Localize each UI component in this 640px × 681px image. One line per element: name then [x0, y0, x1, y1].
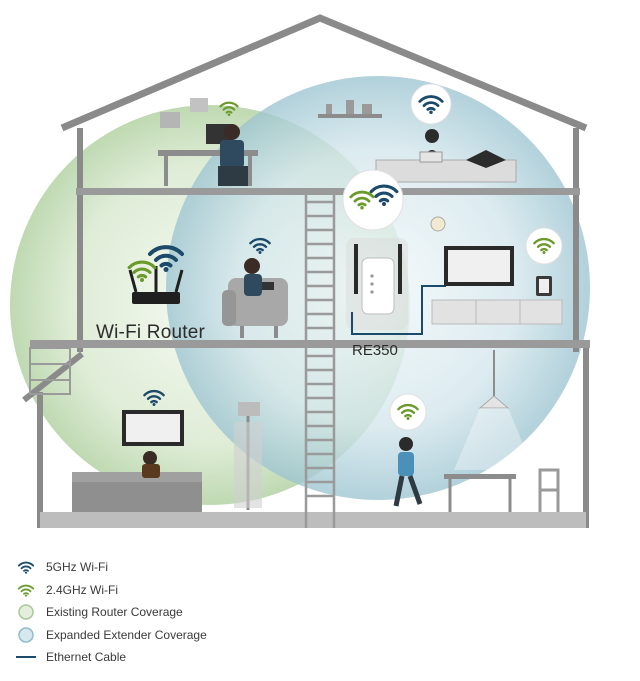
legend-item: Ethernet Cable [14, 646, 354, 669]
wifi-24ghz-icon [525, 227, 563, 265]
living-tv-area [430, 216, 563, 325]
extender-label: RE350 [352, 342, 398, 359]
extender-coverage-swatch [14, 626, 38, 644]
legend-item: 2.4GHz Wi-Fi [14, 579, 354, 602]
legend-label: Expanded Extender Coverage [46, 627, 207, 642]
legend-item: Existing Router Coverage [14, 601, 354, 624]
wifi-5ghz-icon [410, 83, 452, 125]
ethernet-line [14, 648, 38, 666]
wifi-router [128, 266, 184, 304]
router-coverage-swatch [14, 603, 38, 621]
legend-item: Expanded Extender Coverage [14, 624, 354, 647]
router-label: Wi-Fi Router [96, 322, 206, 343]
wifi-24ghz-icon [14, 581, 38, 599]
basement-dining [393, 350, 560, 512]
legend-label: 5GHz Wi-Fi [46, 560, 108, 575]
legend-item: 5GHz Wi-Fi [14, 556, 354, 579]
living-armchair [222, 258, 288, 338]
attic-bedroom [318, 100, 517, 183]
legend-label: 2.4GHz Wi-Fi [46, 582, 118, 597]
legend-label: Existing Router Coverage [46, 605, 183, 620]
house-roof [60, 14, 588, 132]
wifi-24ghz-icon [389, 393, 427, 431]
middle-floor [30, 340, 590, 348]
ladder [304, 190, 336, 528]
house-coverage-illustration [10, 14, 590, 528]
re350-extender [346, 238, 408, 330]
legend-label: Ethernet Cable [46, 650, 127, 665]
ground-floor [40, 512, 586, 528]
basement-lounge [72, 402, 262, 512]
wifi-dual-band-icon [342, 169, 404, 231]
top-floor [76, 188, 580, 195]
wifi-5ghz-icon [14, 558, 38, 576]
attic-office [158, 98, 258, 186]
ethernet-cable [351, 285, 446, 335]
legend: 5GHz Wi-Fi 2.4GHz Wi-Fi Existing Router … [14, 556, 354, 669]
